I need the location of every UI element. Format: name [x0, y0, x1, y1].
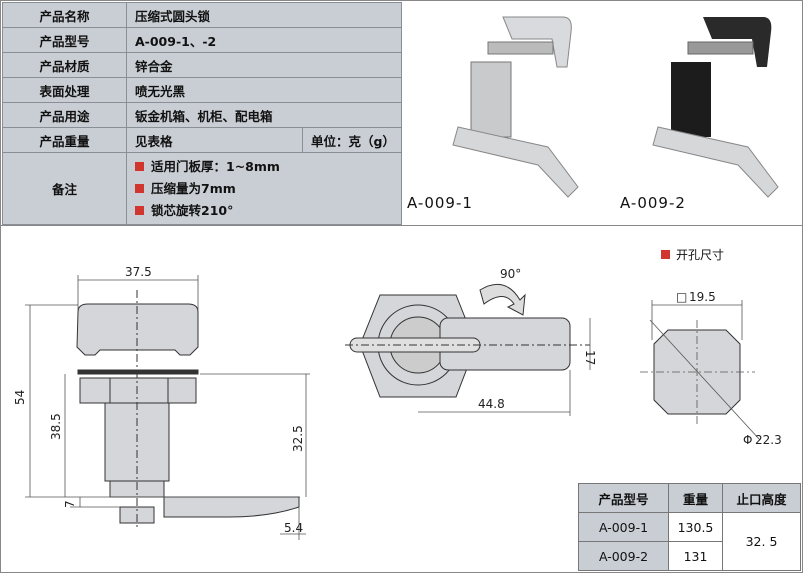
table-row: 产品重量见表格单位：克（g） [2, 127, 402, 153]
model: A-009-2 [578, 541, 669, 571]
photo-caption: A-009-1 [407, 194, 473, 212]
square-symbol: □ [676, 290, 687, 304]
label: 产品用途 [2, 102, 127, 128]
label: 备注 [2, 152, 127, 225]
unit: 单位：克（g） [302, 127, 402, 153]
product-photos: A-009-1 A-009-2 [403, 2, 801, 224]
dim-body: 38.5 [49, 413, 63, 440]
table-header-row: 产品型号重量止口高度 [578, 483, 801, 513]
dim-stop: 32.5 [291, 425, 305, 452]
weight: 131 [668, 541, 723, 571]
value: 钣金机箱、机柜、配电箱 [126, 102, 402, 128]
cutout-title: 开孔尺寸 [661, 246, 724, 263]
value: 喷无光黑 [126, 77, 402, 103]
label: 产品重量 [2, 127, 127, 153]
section-divider [0, 225, 803, 226]
header: 重量 [668, 483, 723, 513]
value: 锌合金 [126, 52, 402, 78]
note-item: 适用门板厚：1~8mm [135, 156, 393, 178]
dim-length: 44.8 [478, 397, 505, 411]
header: 产品型号 [578, 483, 669, 513]
dim-tongue-width: 17 [583, 350, 597, 365]
dim-tongue: 5.4 [284, 521, 303, 535]
dim-square: 19.5 [689, 290, 716, 304]
lock-photo-chrome [452, 16, 779, 198]
table-row: 产品用途钣金机箱、机柜、配电箱 [2, 102, 402, 128]
note-item: 锁芯旋转210° [135, 200, 393, 222]
stop-height: 32. 5 [722, 512, 801, 571]
label: 产品型号 [2, 27, 127, 53]
weight: 130.5 [668, 512, 723, 542]
header: 止口高度 [722, 483, 801, 513]
table-row: 表面处理喷无光黑 [2, 77, 402, 103]
diameter-symbol: Φ [743, 433, 752, 447]
dim-width: 37.5 [125, 265, 152, 279]
photo-caption: A-009-2 [620, 194, 686, 212]
table-row: 产品材质锌合金 [2, 52, 402, 78]
dim-height: 54 [13, 390, 27, 405]
dim-diameter: 22.3 [755, 433, 782, 447]
model: A-009-1 [578, 512, 669, 542]
dim-plate: 7 [63, 500, 77, 508]
rotation-label: 90° [500, 267, 521, 281]
note-item: 压缩量为7mm [135, 178, 393, 200]
